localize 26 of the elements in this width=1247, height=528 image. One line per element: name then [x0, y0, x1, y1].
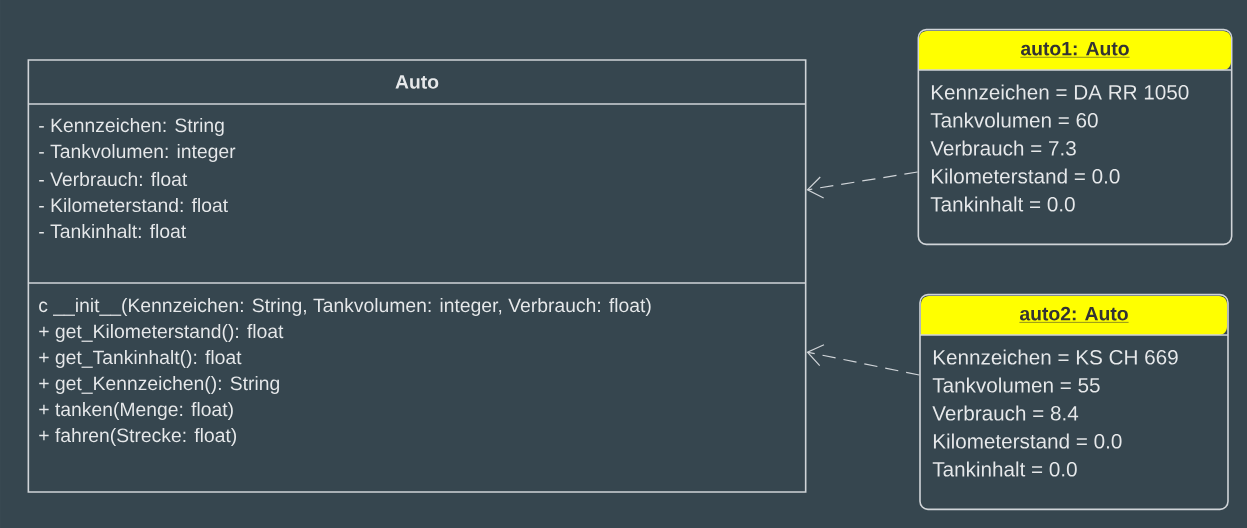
attribute-value: Tankvolumen = 55	[932, 377, 1100, 393]
method-text: c __init__(Kennzeichen: String, Tankvolumen: integer, Verbrauch: float)	[39, 298, 651, 316]
attribute-value: Tankinhalt = 0.0	[932, 461, 1077, 477]
attribute-text: - Tankinhalt: float	[39, 223, 187, 239]
dependency-arrow	[806, 344, 920, 376]
attribute-value: Kennzeichen = DA RR 1050	[931, 84, 1189, 100]
method-text: + get_Kilometerstand(): float	[39, 324, 284, 342]
class-name: Auto	[395, 75, 439, 89]
attribute-value: Tankvolumen = 60	[930, 112, 1098, 128]
dependency-arrow	[806, 171, 919, 199]
attribute-value: Verbrauch = 7.3	[930, 140, 1076, 156]
object-name: auto2: Auto	[1019, 306, 1129, 323]
method-text: + get_Tankinhalt(): float	[39, 350, 242, 368]
object-name: auto1: Auto	[1020, 41, 1130, 58]
attribute-value: Kennzeichen = KS CH 669	[933, 349, 1178, 365]
attribute-text: - Verbrauch: float	[39, 171, 188, 187]
attribute-text: - Kilometerstand: float	[39, 197, 228, 213]
attribute-text: - Tankvolumen: integer	[39, 144, 236, 162]
attribute-value: Tankinhalt = 0.0	[930, 196, 1075, 212]
attribute-value: Kilometerstand = 0.0	[931, 168, 1120, 184]
attribute-value: Verbrauch = 8.4	[932, 405, 1079, 421]
attribute-value: Kilometerstand = 0.0	[933, 433, 1122, 449]
method-text: + get_Kennzeichen(): String	[39, 376, 279, 394]
attribute-text: - Kennzeichen: String	[39, 118, 224, 136]
method-text: + tanken(Menge: float)	[39, 402, 233, 420]
method-text: + fahren(Strecke: float)	[39, 428, 237, 446]
